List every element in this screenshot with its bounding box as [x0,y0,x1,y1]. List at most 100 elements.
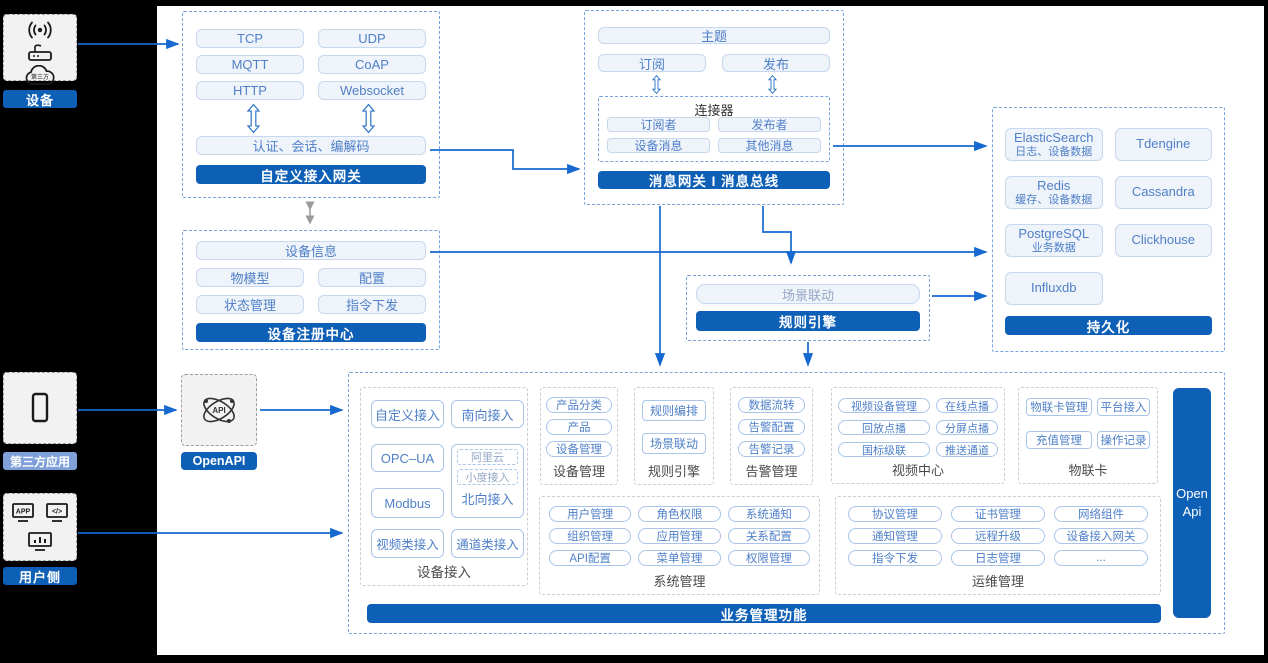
product: 产品 [546,419,612,435]
store-cassandra: Cassandra [1114,176,1212,209]
network-component: 网络组件 [1054,506,1148,522]
operation-record: 操作记录 [1097,431,1150,449]
app-text: APP [16,509,31,516]
recharge-mgmt: 充值管理 [1026,431,1092,449]
opc-ua: OPC–UA [371,444,444,472]
openapi-label: OpenAPI [181,452,257,470]
channel-access: 通道类接入 [451,529,524,558]
rule-engine-mid-box: 场景联动 规则引擎 [686,275,930,341]
aliyun: 阿里云 [457,449,518,465]
iot-card-label: 物联卡 [1068,463,1108,478]
xiaodu-access: 小度接入 [457,469,518,485]
online-play: 在线点播 [936,398,998,413]
northbound-access: 北向接入 [461,491,514,507]
device-mgmt: 设备管理 [546,441,612,457]
updown-arrow-icon [767,74,777,94]
cloud-icon: 第三方 [25,65,55,85]
section-iot-card: 物联卡管理 平台接入 充值管理 操作记录 物联卡 [1018,387,1158,484]
updown-arrow-icon [362,103,375,133]
phone-icon [31,392,49,423]
cert-mgmt: 证书管理 [951,506,1045,522]
device-registry-box: 设备信息 物模型 配置 状态管理 指令下发 设备注册中心 [182,230,440,350]
protocol-udp: UDP [318,29,426,48]
api-atom-icon: API [203,397,235,423]
remote-upgrade: 远程升级 [951,528,1045,544]
modbus: Modbus [371,488,444,518]
device-message: 设备消息 [607,138,710,153]
access-gateway-box: TCP UDP MQTT CoAP HTTP Websocket 认证、会话、编… [182,11,440,198]
router-icon [28,44,52,61]
ops-label: 运维管理 [971,574,1024,589]
alarm-label: 告警管理 [745,464,798,479]
user-side-label: 用户侧 [3,567,77,585]
cloud-text: 第三方 [31,73,49,81]
store-clickhouse: Clickhouse [1114,224,1212,257]
scene-linkage-2: 场景联动 [642,433,706,454]
protocol-websocket: Websocket [318,81,426,100]
persistence-box: ElasticSearch 日志、设备数据 Tdengine Redis 缓存、… [992,107,1225,352]
gb-cascade: 国标级联 [838,442,930,457]
system-label: 系统管理 [653,574,706,589]
alarm-config: 告警配置 [738,419,805,435]
iot-card-mgmt: 物联卡管理 [1026,398,1092,416]
updown-arrow-icon [247,103,260,133]
topic: 主题 [598,27,830,44]
platform-access: 平台接入 [1097,398,1150,416]
message-bus-box: 主题 订阅 发布 连接器 订阅者 发布者 设备消息 其他消息 消息网关 I 消息… [584,10,844,205]
device-info: 设备信息 [196,241,426,260]
rule-engine-title: 规则引擎 [696,311,920,331]
device-mgmt-label: 设备管理 [552,464,605,479]
persistence-title: 持久化 [1005,316,1212,335]
section-ops: 协议管理 证书管理 网络组件 通知管理 远程升级 设备接入网关 指令下发 日志管… [835,496,1161,595]
role-permission: 角色权限 [638,506,721,522]
push-channel: 推送通道 [936,442,998,457]
playback: 回放点播 [838,420,930,435]
business-title-bar: 业务管理功能 [367,604,1161,623]
status-mgmt: 状态管理 [196,295,304,314]
alarm-record: 告警记录 [738,441,805,457]
section-rule: 规则编排 场景联动 规则引擎 [634,387,714,485]
relation-config: 关系配置 [727,528,810,544]
notice-mgmt: 通知管理 [848,528,942,544]
scene-linkage: 场景联动 [696,284,920,304]
connector-title: 连接器 [694,103,734,118]
publisher: 发布者 [718,117,821,132]
device-access-gateway: 设备接入网关 [1054,528,1148,544]
api-config: API配置 [549,550,632,566]
updown-arrow-icon [651,74,661,94]
northbound-box: 阿里云 小度接入 北向接入 [451,444,524,518]
device-sources-box: 第三方 [3,14,77,85]
more-item: ... [1054,550,1148,566]
third-party-label: 第三方应用 [3,452,77,470]
store-tdengine: Tdengine [1114,128,1212,161]
device-label: 设备 [3,90,77,108]
open-api-bar: Open Api [1173,388,1211,618]
section-system: 用户管理 角色权限 系统通知 组织管理 应用管理 关系配置 API配置 菜单管理… [539,496,820,595]
device-registry-title: 设备注册中心 [196,323,426,342]
message-bus-title: 消息网关 I 消息总线 [598,171,830,189]
rule-label: 规则引擎 [647,464,700,479]
log-mgmt: 日志管理 [951,550,1045,566]
rule-orchestration: 规则编排 [642,400,706,421]
command-dispatch-2: 指令下发 [848,550,942,566]
menu-mgmt: 菜单管理 [638,550,721,566]
code-icon: </> [46,503,68,523]
section-device-mgmt: 产品分类 产品 设备管理 设备管理 [540,387,618,485]
api-text: API [212,406,225,415]
code-text: </> [52,509,62,516]
session-codec: 认证、会话、编解码 [196,136,426,155]
video-label: 视频中心 [891,463,944,478]
southbound-access: 南向接入 [451,400,524,428]
broadcast-icon [28,21,52,39]
system-notice: 系统通知 [727,506,810,522]
openapi-box: API [181,374,257,446]
store-influxdb: Influxdb [1005,272,1103,305]
protocol-http: HTTP [196,81,304,100]
store-postgresql: PostgreSQL 业务数据 [1005,224,1103,257]
permission-mgmt: 权限管理 [727,550,810,566]
video-device-mgmt: 视频设备管理 [838,398,930,413]
config: 配置 [318,268,426,287]
split-screen: 分屏点播 [936,420,998,435]
custom-access: 自定义接入 [371,400,444,428]
